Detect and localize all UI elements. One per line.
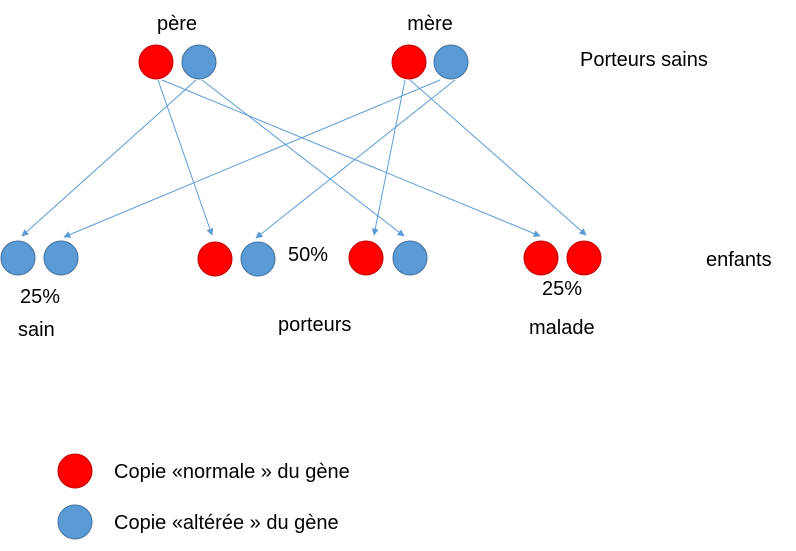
child-carrier-2 [348,240,428,276]
legend-altered-label: Copie «altérée » du gène [114,512,339,534]
arrow-father-altered-to-carrier2 [201,79,405,237]
legend: Copie «normale » du gène Copie «altérée … [57,453,350,540]
legend-altered-swatch [57,504,93,540]
mother-label: mère [407,13,453,35]
carriers-label: porteurs [278,314,351,336]
arrow-mother-altered-to-carrier1 [255,79,456,239]
arrow-mother-normal-to-carrier2 [371,79,406,236]
parents-status-label: Porteurs sains [580,49,708,71]
child-healthy [0,240,79,276]
children-label: enfants [706,249,772,271]
pct-healthy-label: 25% [20,286,60,308]
pct-carriers-label: 50% [288,244,328,266]
father-arrows [21,79,541,237]
father-altered-allele [181,44,217,80]
child-carrier1-normal-allele [197,241,233,277]
child-carrier-1 [197,241,276,277]
sick-label: malade [529,317,595,339]
arrow-father-normal-to-carrier1 [157,79,214,236]
child-sick [523,240,602,276]
child-carrier2-normal-allele [348,240,384,276]
arrow-father-normal-to-sick [161,79,541,237]
child-carrier2-altered-allele [392,240,428,276]
mother-normal-allele [391,44,427,80]
child-sick-normal-allele-2 [566,240,602,276]
father-label: père [157,13,197,35]
father-normal-allele [138,44,174,80]
child-carrier1-altered-allele [240,241,276,277]
child-sick-normal-allele-1 [523,240,559,276]
arrow-father-altered-to-healthy [21,79,197,237]
healthy-label: sain [18,319,55,341]
mother-arrows [63,79,587,239]
legend-normal-label: Copie «normale » du gène [114,461,350,483]
pct-sick-label: 25% [542,278,582,300]
legend-normal-swatch [57,453,93,489]
arrow-mother-normal-to-sick [409,79,587,236]
child-healthy-altered-allele-2 [43,240,79,276]
child-healthy-altered-allele-1 [0,240,36,276]
mother-altered-allele [433,44,469,80]
arrow-mother-altered-to-healthy [63,79,441,238]
